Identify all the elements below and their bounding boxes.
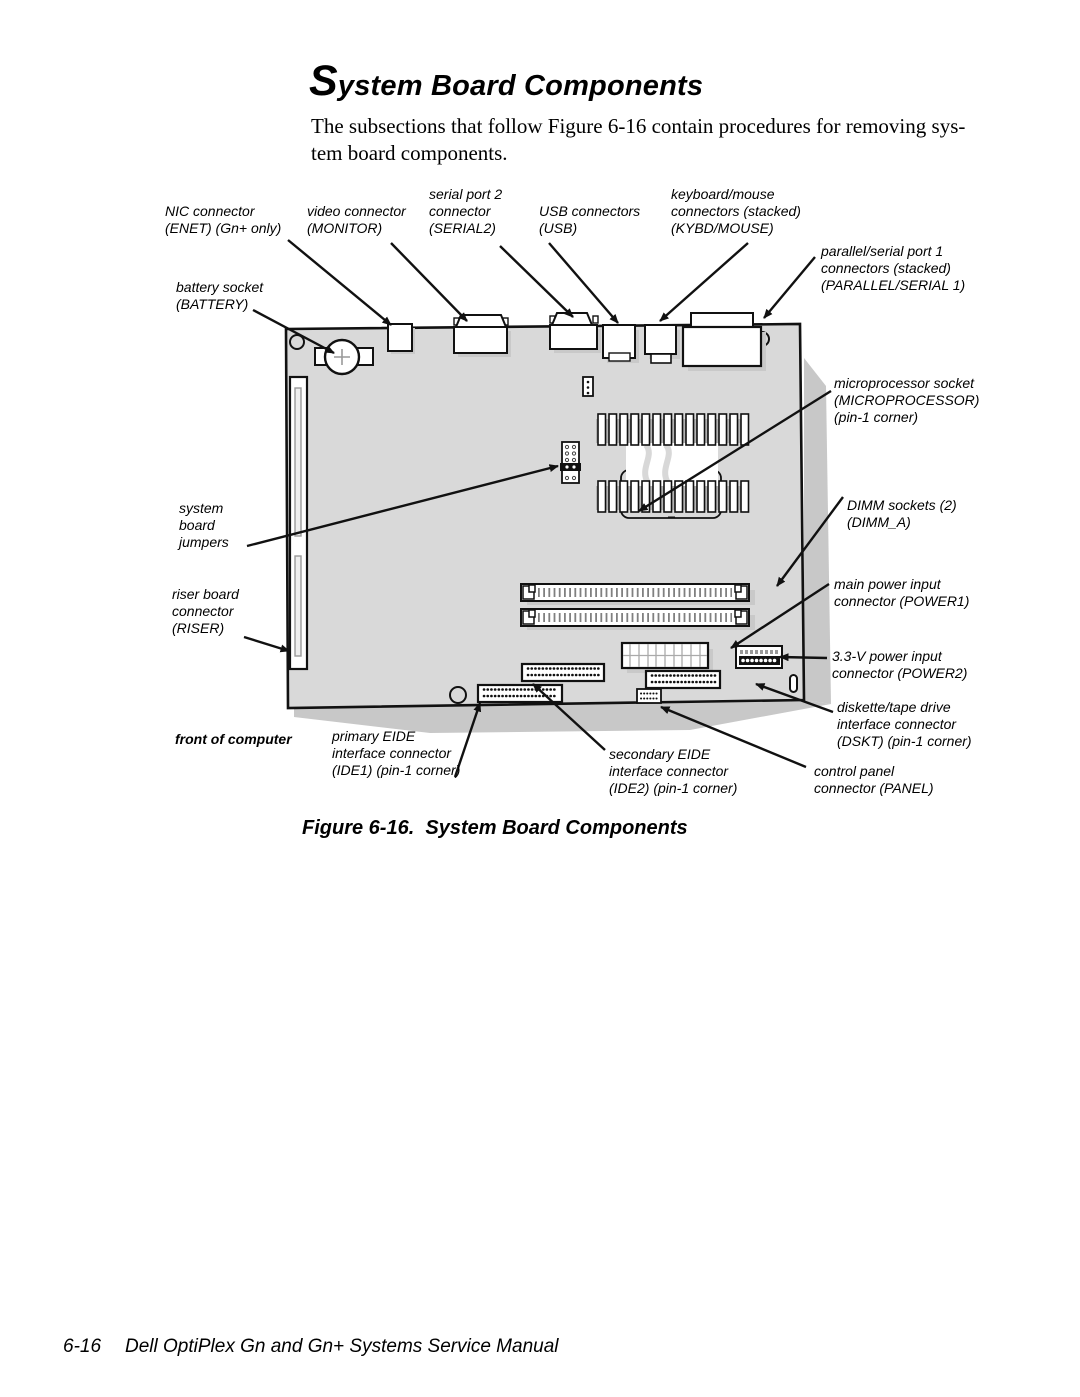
keyboard-mouse-connector <box>644 324 680 364</box>
nic-connector <box>387 323 415 354</box>
serial2-connector <box>549 312 601 353</box>
page-footer: 6-16 Dell OptiPlex Gn and Gn+ Systems Ser… <box>63 1336 559 1358</box>
figure-caption: Figure 6-16. System Board Components <box>302 817 688 839</box>
label-usb-connectors: USB connectors (USB) <box>539 203 641 236</box>
label-serial2-connector: serial port 2 connector (SERIAL2) <box>429 186 503 236</box>
panel-connector <box>636 688 662 704</box>
footer-manual-title: Dell OptiPlex Gn and Gn+ Systems Service… <box>125 1336 559 1357</box>
label-microprocessor-socket: microprocessor socket (MICROPROCESSOR) (… <box>834 375 980 425</box>
label-dimm-sockets: DIMM sockets (2) (DIMM_A) <box>847 497 957 530</box>
power2-connector <box>735 645 783 669</box>
label-primary-eide-connector: primary EIDE interface connector (IDE1) … <box>332 728 461 778</box>
dskt-connector <box>644 669 722 690</box>
dimm-socket-a1 <box>520 583 755 605</box>
page-title-text: ystem Board Components <box>337 70 704 102</box>
page-title: System Board Components <box>309 60 703 103</box>
label-control-panel-connector: control panel connector (PANEL) <box>814 763 934 796</box>
label-nic-connector: NIC connector (ENET) (Gn+ only) <box>165 203 282 236</box>
label-battery-socket: battery socket (BATTERY) <box>176 279 264 312</box>
riser-board-connector <box>288 375 309 671</box>
label-main-power-connector: main power input connector (POWER1) <box>834 576 970 609</box>
label-front-of-computer: front of computer <box>175 731 292 747</box>
label-riser-board-connector: riser board connector (RISER) <box>172 586 239 636</box>
intro-paragraph: The subsections that follow Figure 6-16 … <box>311 114 966 165</box>
parallel-serial1-connector <box>681 312 766 371</box>
dimm-socket-a2 <box>520 608 755 630</box>
footer-page-number: 6-16 <box>63 1336 102 1357</box>
label-3v-power-connector: 3.3-V power input connector (POWER2) <box>832 648 968 681</box>
jumper-3pin-header <box>582 376 594 397</box>
label-video-connector: video connector (MONITOR) <box>307 203 406 236</box>
video-connector <box>453 314 511 357</box>
power1-connector <box>620 641 713 673</box>
system-board-jumpers <box>560 441 581 484</box>
label-system-board-jumpers: system board jumpers <box>179 500 229 550</box>
label-diskette-tape-connector: diskette/tape drive interface connector … <box>837 699 972 749</box>
ide2-connector <box>520 662 606 683</box>
page-title-dropcap: S <box>309 57 338 105</box>
board-standoff-slot <box>789 674 798 693</box>
label-keyboard-mouse-connectors: keyboard/mouse connectors (stacked) (KYB… <box>671 186 801 236</box>
label-parallel-serial1-connectors: parallel/serial port 1 connectors (stack… <box>821 243 966 293</box>
leader-arrows <box>243 239 844 778</box>
label-secondary-eide-connector: secondary EIDE interface connector (IDE2… <box>609 746 738 796</box>
usb-connector <box>602 324 639 363</box>
